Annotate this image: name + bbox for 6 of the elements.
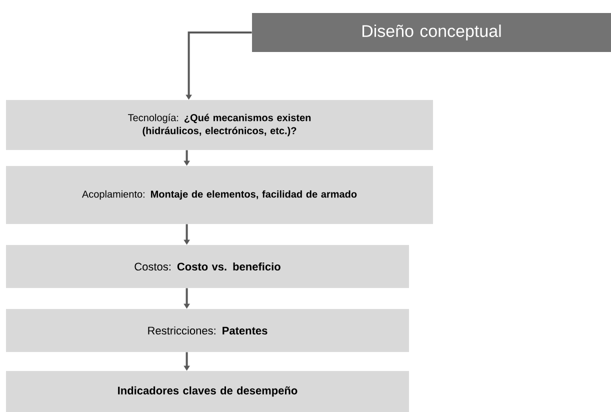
process-box: Acoplamiento: Montaje de elementos, facilidad de armado <box>6 166 433 224</box>
process-box: Tecnología: ¿Qué mecanismos existen (hidráulicos, electrónicos, etc.)? <box>6 100 433 150</box>
process-box: Restricciones: Patentes <box>6 309 409 352</box>
process-box: Indicadores claves de desempeño <box>6 371 409 412</box>
title-box: Diseño conceptual <box>252 13 611 52</box>
process-box: Costos: Costo vs. beneficio <box>6 245 409 288</box>
